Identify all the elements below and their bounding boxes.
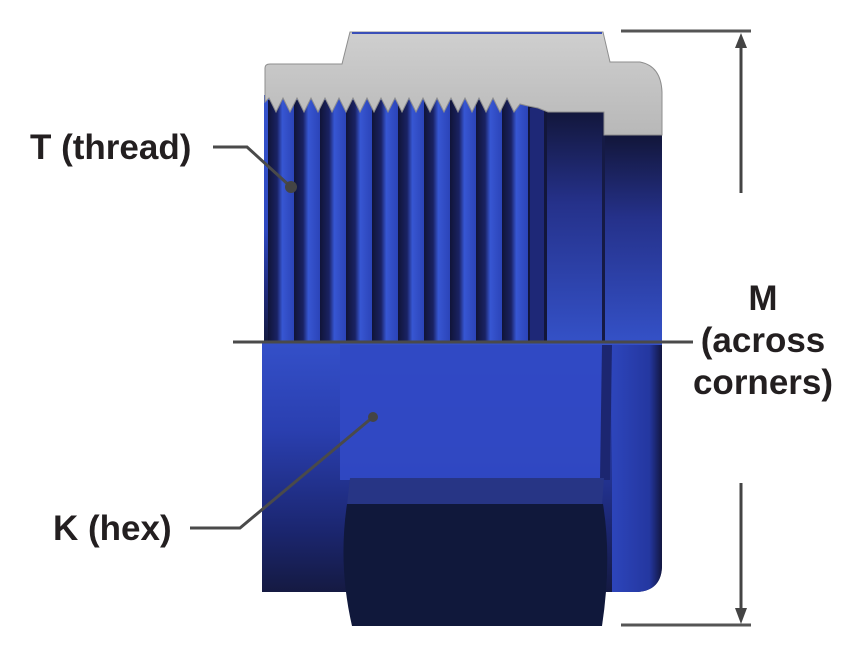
steel-section [264,31,663,136]
hex-leader [190,412,378,530]
across-corners-label-line3: corners) [692,363,834,402]
dimension-m [621,29,751,627]
thread-leader [213,145,297,193]
across-corners-label-line2: (across [700,321,826,360]
across-corners-label: M (across corners) [688,278,838,404]
across-corners-label-line1: M [748,279,778,318]
upper-body [264,95,662,342]
hex-label: K (hex) [53,509,172,548]
lower-body [262,342,662,626]
thread-label: T (thread) [30,128,192,167]
